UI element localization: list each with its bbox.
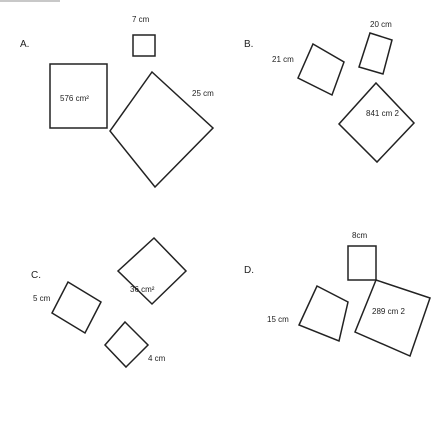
option-a-medium-label: 576 cm² bbox=[60, 94, 89, 103]
option-b-small-square bbox=[358, 32, 393, 75]
option-c-medium-square bbox=[51, 280, 102, 335]
option-a-medium-square bbox=[49, 63, 108, 129]
option-a-large-square bbox=[109, 70, 215, 189]
option-c-small-label: 4 cm bbox=[148, 354, 166, 363]
option-a-small-square bbox=[132, 34, 156, 57]
option-b-small-label: 20 cm bbox=[370, 20, 392, 29]
option-a-small-label: 7 cm bbox=[132, 15, 150, 24]
option-d-large-square bbox=[354, 279, 431, 358]
option-c-large-square bbox=[116, 236, 188, 306]
option-c-large-label: 36 cm² bbox=[130, 285, 155, 294]
option-b-medium-square bbox=[297, 42, 345, 97]
option-d-small-label: 8cm bbox=[352, 231, 367, 240]
option-d: D. 8cm 15 cm 289 cm 2 bbox=[244, 231, 431, 358]
option-b-large-square bbox=[337, 81, 416, 164]
option-a-letter: A. bbox=[20, 39, 29, 50]
option-c-letter: C. bbox=[31, 270, 41, 281]
option-d-letter: D. bbox=[244, 265, 254, 276]
option-a: A. 7 cm 576 cm² 25 cm bbox=[20, 15, 215, 189]
option-c-medium-label: 5 cm bbox=[33, 294, 51, 303]
option-c-small-square bbox=[103, 320, 150, 369]
option-d-medium-label: 15 cm bbox=[267, 315, 289, 324]
option-a-large-label: 25 cm bbox=[192, 89, 214, 98]
option-c: C. 36 cm² 5 cm 4 cm bbox=[31, 236, 188, 369]
option-d-medium-square bbox=[297, 284, 349, 343]
option-b-letter: B. bbox=[244, 39, 253, 50]
option-d-large-label: 289 cm 2 bbox=[372, 307, 405, 316]
option-d-small-square bbox=[347, 245, 377, 281]
option-b: B. 20 cm 21 cm 841 cm 2 bbox=[244, 20, 416, 164]
option-b-large-label: 841 cm 2 bbox=[366, 109, 399, 118]
option-b-medium-label: 21 cm bbox=[272, 55, 294, 64]
